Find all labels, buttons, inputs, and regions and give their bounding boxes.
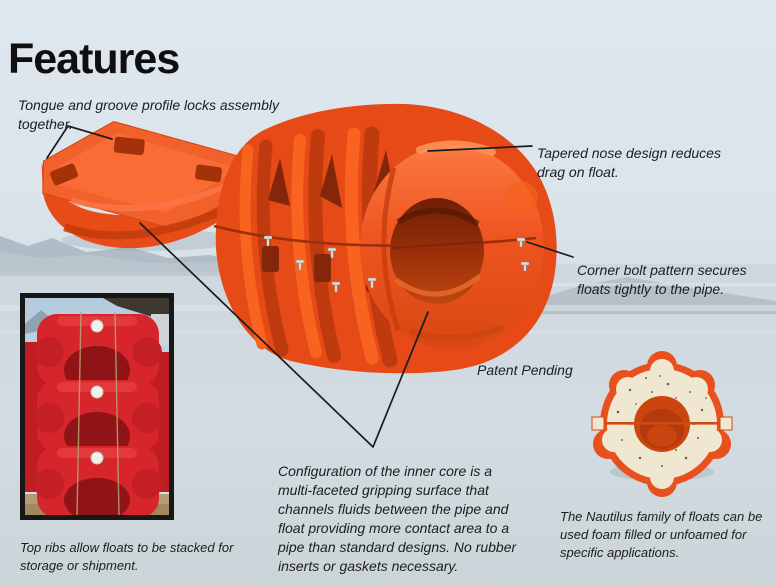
callout-inner-core: Configuration of the inner core is a mul…	[278, 463, 517, 575]
foam-speckles	[616, 375, 707, 467]
callout-tongue-groove: Tongue and groove profile locks assembly…	[18, 97, 279, 133]
inner-core-leader-line	[139, 222, 429, 448]
tapered-nose-leader-line	[427, 145, 533, 152]
corner-bolts	[263, 235, 530, 293]
patent-pending-label: Patent Pending	[477, 362, 573, 378]
corner-bolt-leader-line	[526, 241, 574, 258]
page-title: Features	[8, 34, 180, 83]
stacked-floats-image	[25, 298, 169, 515]
caption-stacked-floats: Top ribs allow floats to be stacked for …	[20, 540, 234, 574]
callout-tapered-nose: Tapered nose design reduces drag on floa…	[537, 145, 721, 181]
caption-nautilus-family: The Nautilus family of floats can be use…	[560, 509, 763, 561]
stacked-floats-photo	[20, 293, 174, 520]
float-stack	[34, 311, 162, 515]
callout-corner-bolt: Corner bolt pattern secures floats tight…	[577, 262, 747, 298]
